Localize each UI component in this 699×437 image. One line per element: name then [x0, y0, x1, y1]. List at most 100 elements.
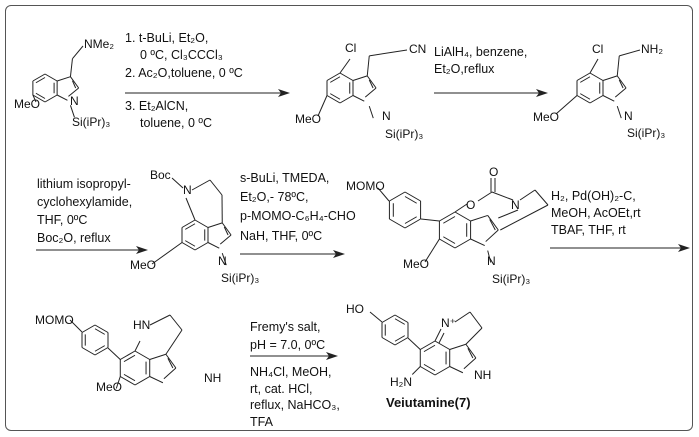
ring-bond: [81, 347, 96, 356]
ring-bond: [439, 238, 456, 249]
c1-nme2-label: NMe₂: [84, 37, 114, 51]
c1-meo-label: MeO: [14, 97, 41, 111]
bond: [470, 238, 485, 247]
ring-bond: [394, 337, 409, 346]
double-bond: [94, 345, 105, 352]
ring-bond: [134, 376, 150, 386]
ring-bond: [420, 340, 436, 350]
bond: [616, 105, 622, 119]
step2-reagent: LiAlH₄, benzene,: [434, 45, 528, 59]
bond: [134, 340, 141, 352]
double-bond: [123, 373, 136, 382]
bond: [487, 250, 492, 263]
c5-meo-label: MeO: [403, 257, 430, 271]
bond: [619, 49, 641, 57]
ring-bond: [381, 314, 396, 323]
ring-bond: [404, 218, 421, 229]
ring-bond: [32, 94, 46, 103]
bond: [364, 87, 377, 98]
double-bond: [94, 328, 105, 335]
c3-meo-label: MeO: [533, 110, 560, 124]
bond: [191, 179, 211, 191]
step5-reagent: MeOH, AcOEt,rt: [551, 206, 641, 220]
bond: [369, 49, 408, 57]
compound-name: Veiutamine(7): [386, 395, 471, 410]
bond: [149, 353, 167, 360]
bond: [69, 105, 75, 118]
double-bond: [443, 236, 456, 244]
c7-nplus-label: N⁺: [441, 316, 456, 330]
bond: [454, 311, 471, 323]
c7-h2n-label: H₂N: [390, 375, 412, 389]
bond: [555, 95, 578, 115]
step1-reagent: 2. Ac₂O,toluene, 0 ºC: [125, 66, 243, 80]
ring-bond: [339, 72, 354, 81]
bond: [534, 189, 549, 206]
step6-reagent: TFA: [250, 415, 273, 429]
bond: [165, 329, 183, 355]
bond: [149, 314, 171, 326]
ring-bond: [94, 324, 109, 333]
c2-si-label: Si(iPr)₃: [385, 127, 424, 141]
arrow-head: [278, 89, 290, 97]
step1-reagent: toluene, 0 ºC: [140, 116, 212, 130]
arrow-head: [333, 250, 345, 258]
step3-reagent: lithium isopropyl-: [37, 177, 131, 191]
bond: [498, 209, 519, 219]
step6-reagent: NH₄Cl, MeOH,: [250, 365, 332, 379]
bond: [366, 75, 377, 89]
step1-reagent: 1. t-BuLi, Et₂O,: [125, 31, 209, 45]
bond: [407, 337, 421, 350]
bond: [366, 55, 370, 76]
c6-nh-label: NH: [204, 371, 222, 385]
bond: [500, 204, 549, 231]
bond: [185, 197, 196, 221]
ring-bond: [326, 95, 341, 104]
bond: [69, 319, 83, 333]
bond: [207, 242, 220, 249]
step5-reagent: TBAF, THF, rt: [551, 223, 626, 237]
ring-bond: [44, 94, 58, 103]
ring-bond: [326, 72, 341, 81]
double-bond: [580, 93, 591, 100]
bond: [465, 343, 477, 359]
bond: [519, 189, 536, 201]
double-bond: [423, 344, 436, 353]
bond: [469, 311, 483, 329]
scheme-border: [5, 5, 693, 431]
bond: [107, 347, 121, 360]
bond: [614, 87, 627, 98]
double-bond: [580, 76, 591, 83]
ring-bond: [120, 376, 136, 386]
bond: [616, 75, 627, 89]
arrow-head: [326, 352, 338, 360]
double-bond: [35, 92, 46, 99]
bond: [377, 187, 390, 202]
c4-n1-label: N: [183, 183, 192, 197]
bond: [434, 328, 442, 342]
c4-si-label: Si(iPr)₃: [221, 271, 260, 285]
double-bond: [467, 348, 474, 359]
bond: [207, 222, 223, 228]
bond: [352, 75, 368, 81]
step1-reagent: 3. Et₂AlCN,: [125, 99, 189, 113]
bond: [602, 75, 618, 81]
bond: [449, 343, 467, 350]
bond: [465, 327, 483, 345]
bond: [221, 252, 227, 266]
bond: [589, 58, 599, 74]
ring-bond: [589, 95, 604, 104]
c5-momo-label: MOMO: [346, 179, 385, 193]
step4-reagent: Et₂O,- 78ºC,: [240, 190, 309, 204]
double-bond: [443, 216, 456, 224]
ring-bond: [434, 340, 450, 350]
c4-meo-label: MeO: [130, 258, 157, 272]
double-bond: [618, 79, 624, 89]
step3-reagent: THF, 0ºC: [37, 213, 88, 227]
double-bond: [167, 358, 174, 369]
c6-hn-label: HN: [133, 318, 151, 332]
double-bond: [489, 219, 496, 231]
ring-bond: [434, 366, 450, 376]
c3-si-label: Si(iPr)₃: [627, 126, 666, 140]
ring-bond: [134, 350, 150, 360]
